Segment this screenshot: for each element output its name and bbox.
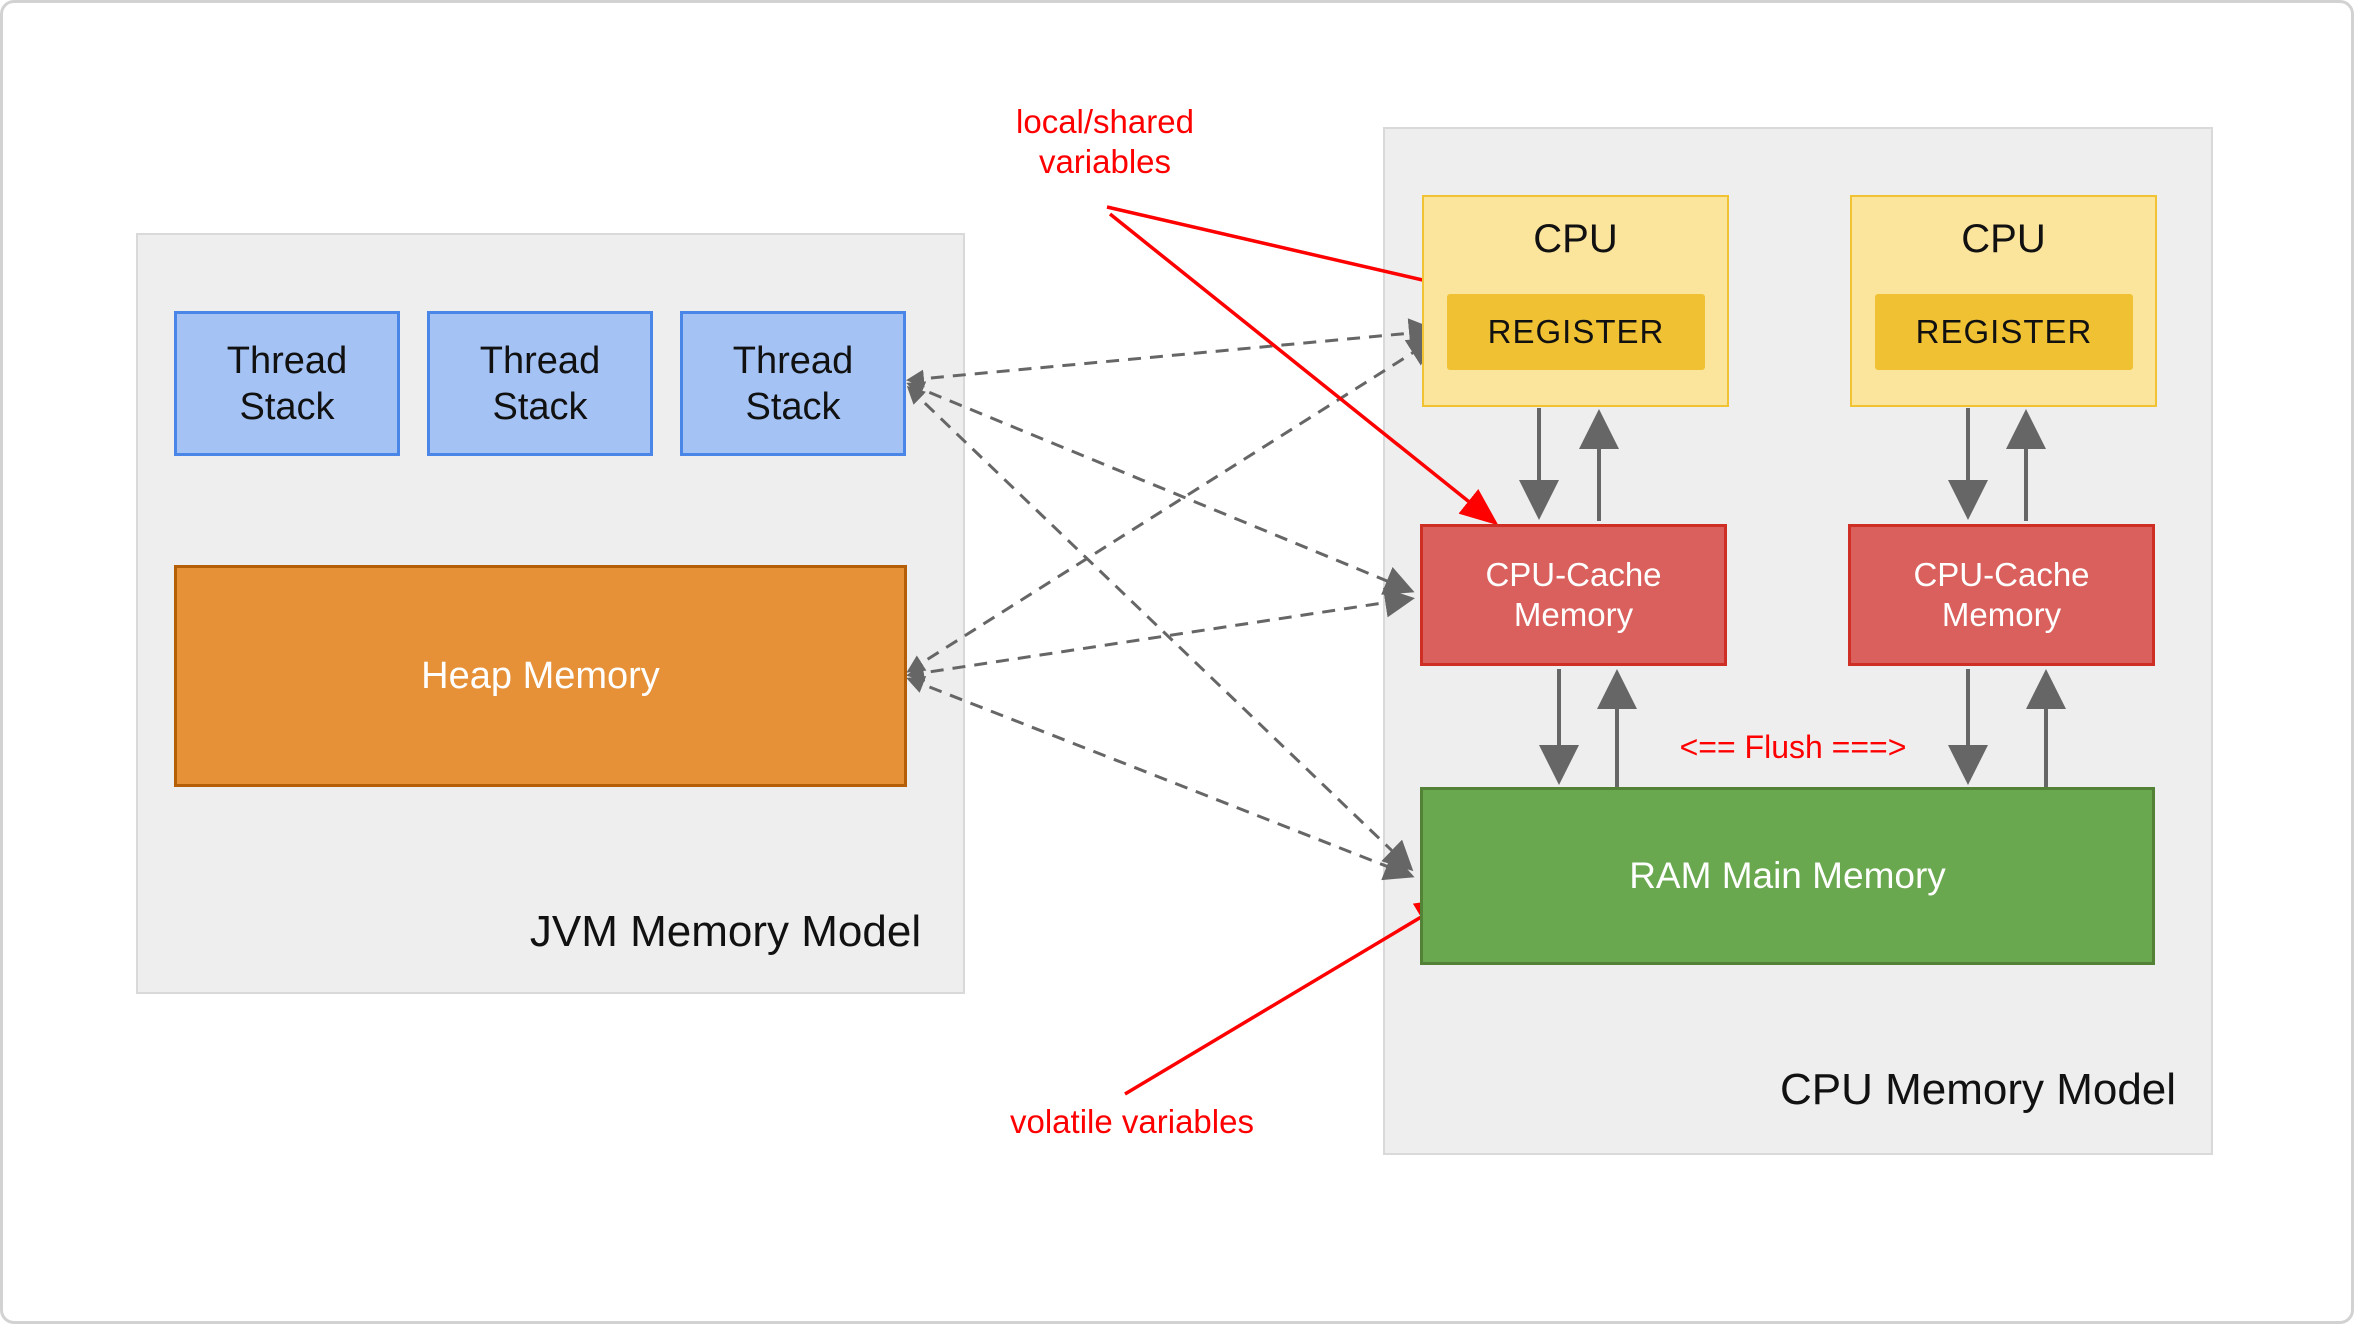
jvm-panel-title: JVM Memory Model bbox=[529, 907, 922, 956]
register-box-2: REGISTER bbox=[1875, 294, 2133, 370]
thread-stack-box-3: Thread Stack bbox=[680, 311, 906, 456]
cpu-panel-title: CPU Memory Model bbox=[1779, 1065, 2177, 1114]
cpu-label: CPU bbox=[1533, 217, 1618, 261]
cpu-cache-box-1: CPU-Cache Memory bbox=[1420, 524, 1727, 666]
cpu-cache-label: CPU-Cache Memory bbox=[1485, 556, 1662, 633]
ram-main-memory-box: RAM Main Memory bbox=[1420, 787, 2155, 965]
register-box-1: REGISTER bbox=[1447, 294, 1705, 370]
dashed-arrow-heap-cache bbox=[906, 587, 1415, 682]
cpu-label: CPU bbox=[1961, 217, 2046, 261]
cpu-box-1: CPU REGISTER bbox=[1422, 195, 1729, 407]
thread-stack-box-2: Thread Stack bbox=[427, 311, 653, 456]
thread-stack-label: Thread Stack bbox=[226, 339, 348, 428]
thread-stack-label: Thread Stack bbox=[479, 339, 601, 428]
dashed-arrow-threadstack-register bbox=[906, 318, 1439, 388]
dashed-arrow-heap-register bbox=[906, 336, 1439, 673]
cpu-box-2: CPU REGISTER bbox=[1850, 195, 2157, 407]
register-label: REGISTER bbox=[1915, 313, 2093, 350]
dashed-arrow-threadstack-ram bbox=[906, 385, 1414, 872]
volatile-variables-note: volatile variables bbox=[1010, 1103, 1254, 1140]
dashed-arrow-threadstack-cache bbox=[906, 381, 1415, 595]
local-shared-variables-note: local/shared variables bbox=[1016, 103, 1194, 180]
dashed-arrow-heap-ram bbox=[906, 676, 1415, 881]
heap-memory-box: Heap Memory bbox=[174, 565, 907, 787]
thread-stack-box-1: Thread Stack bbox=[174, 311, 400, 456]
register-label: REGISTER bbox=[1487, 313, 1665, 350]
flush-note: <== Flush ===> bbox=[1679, 729, 1907, 765]
heap-memory-label: Heap Memory bbox=[421, 654, 660, 697]
thread-stack-label: Thread Stack bbox=[732, 339, 854, 428]
cpu-cache-box-2: CPU-Cache Memory bbox=[1848, 524, 2155, 666]
cpu-cache-label: CPU-Cache Memory bbox=[1913, 556, 2090, 633]
ram-main-memory-label: RAM Main Memory bbox=[1629, 855, 1946, 896]
